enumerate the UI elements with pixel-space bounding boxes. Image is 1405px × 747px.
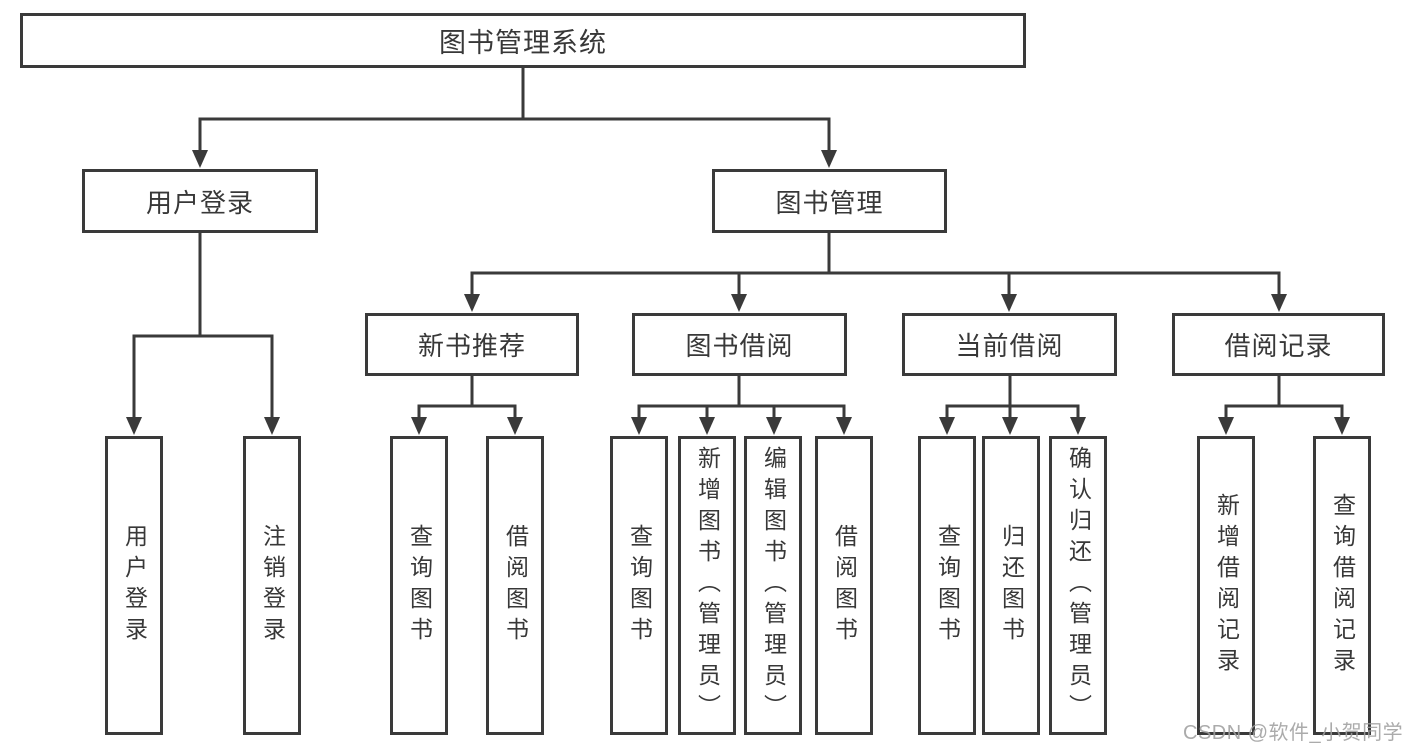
node-label: 归还图书 [998, 523, 1025, 648]
leaf-edit-book-admin: 编辑图书（管理员） [744, 436, 802, 735]
node-book-management: 图书管理 [712, 169, 947, 233]
connector-root-to-level1 [192, 66, 837, 168]
leaf-query-books-current: 查询图书 [918, 436, 976, 735]
leaf-borrow-books-recommendation: 借阅图书 [486, 436, 544, 735]
node-library-management-system: 图书管理系统 [20, 13, 1026, 68]
node-label: 编辑图书（管理员） [760, 446, 787, 725]
leaf-confirm-return-admin: 确认归还（管理员） [1049, 436, 1107, 735]
node-label: 查询图书 [934, 523, 961, 648]
node-user-login: 用户登录 [82, 169, 318, 233]
connector-book-borrowing-to-leaves [631, 374, 852, 435]
connector-book-management-to-level2 [464, 231, 1287, 312]
leaf-borrow-books-borrowing: 借阅图书 [815, 436, 873, 735]
node-label: 图书管理系统 [439, 28, 607, 58]
node-label: 新增借阅记录 [1213, 492, 1240, 679]
node-label: 查询图书 [406, 523, 433, 648]
node-label: 确认归还（管理员） [1065, 446, 1092, 725]
node-label: 用户登录 [121, 523, 148, 648]
node-label: 注销登录 [259, 523, 286, 648]
connector-new-book-recommendation-to-leaves [411, 374, 523, 435]
leaf-query-borrow-record: 查询借阅记录 [1313, 436, 1371, 735]
node-label: 借阅图书 [502, 523, 529, 648]
leaf-add-book-admin: 新增图书（管理员） [678, 436, 736, 735]
connector-borrowing-records-to-leaves [1218, 374, 1350, 435]
node-label: 图书借阅 [685, 331, 794, 361]
leaf-query-books-recommendation: 查询图书 [390, 436, 448, 735]
node-label: 借阅记录 [1224, 331, 1333, 361]
leaf-query-books-borrowing: 查询图书 [610, 436, 668, 735]
node-new-book-recommendation: 新书推荐 [365, 313, 579, 376]
connector-current-borrowing-to-leaves [939, 374, 1086, 435]
node-label: 新增图书（管理员） [694, 446, 721, 725]
node-current-borrowing: 当前借阅 [902, 313, 1117, 376]
connector-user-login-to-leaves [126, 231, 280, 435]
node-book-borrowing: 图书借阅 [632, 313, 847, 376]
node-label: 新书推荐 [417, 331, 526, 361]
csdn-watermark: CSDN @软件_小贺同学 [1183, 722, 1404, 744]
node-borrowing-records: 借阅记录 [1172, 313, 1385, 376]
leaf-add-borrow-record: 新增借阅记录 [1197, 436, 1255, 735]
node-label: 用户登录 [145, 187, 254, 218]
node-label: 查询借阅记录 [1329, 492, 1356, 679]
node-label: 图书管理 [775, 187, 884, 218]
node-label: 查询图书 [626, 523, 653, 648]
leaf-user-login: 用户登录 [105, 436, 163, 735]
node-label: 当前借阅 [955, 331, 1064, 361]
leaf-logout: 注销登录 [243, 436, 301, 735]
node-label: 借阅图书 [831, 523, 858, 648]
leaf-return-book: 归还图书 [982, 436, 1040, 735]
